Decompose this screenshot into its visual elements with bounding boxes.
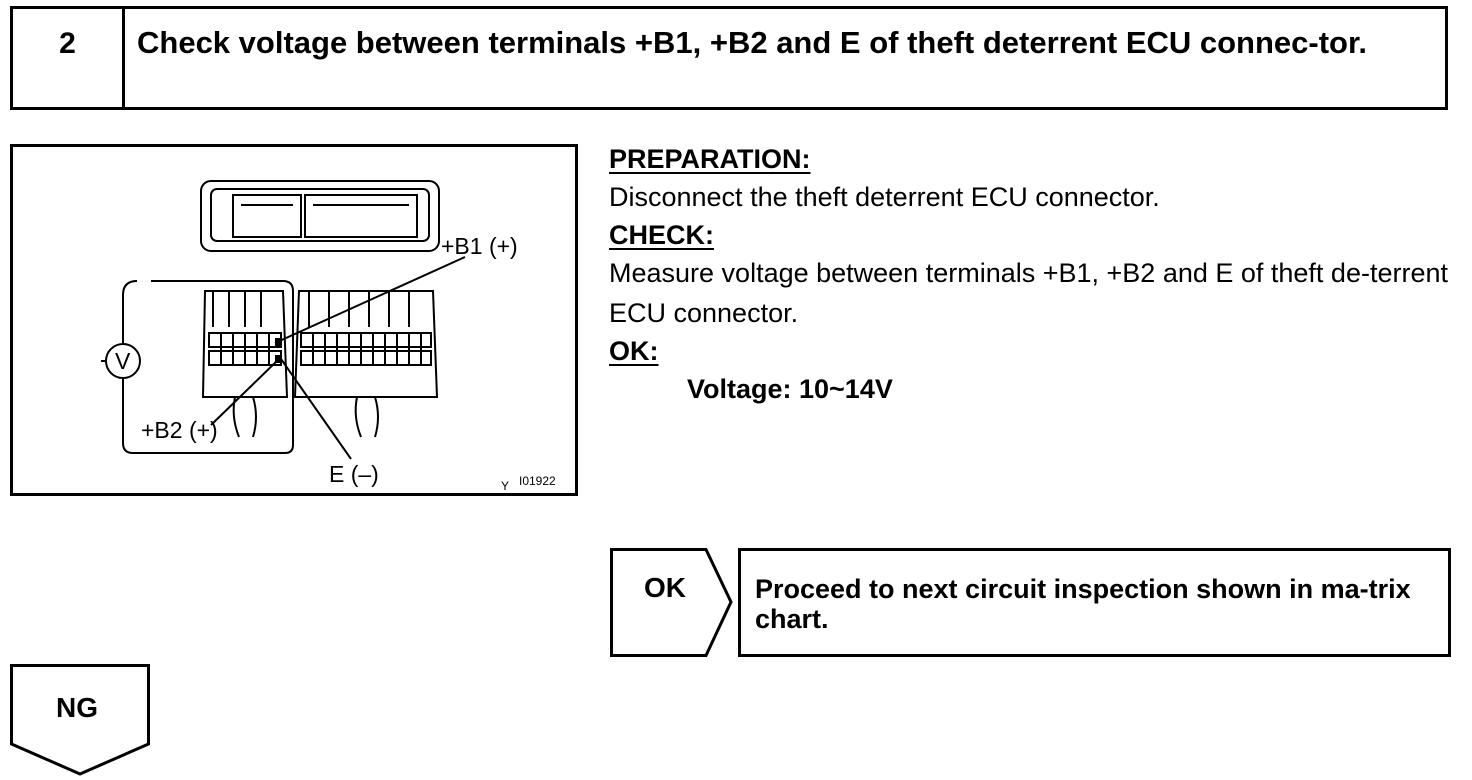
step-header: 2 Check voltage between terminals +B1, +… bbox=[10, 6, 1448, 110]
figure-code: I01922 bbox=[519, 474, 556, 488]
ok-spec: Voltage: 10~14V bbox=[687, 374, 893, 404]
terminal-label-b1: +B1 (+) bbox=[441, 233, 518, 259]
figure-code-prefix: Y bbox=[501, 479, 510, 493]
terminal-label-b2: +B2 (+) bbox=[141, 417, 218, 443]
step-title: Check voltage between terminals +B1, +B2… bbox=[137, 25, 1367, 60]
check-text: Measure voltage between terminals +B1, +… bbox=[609, 258, 1448, 328]
preparation-text: Disconnect the theft deterrent ECU conne… bbox=[609, 182, 1160, 212]
ng-branch-tab: NG bbox=[10, 664, 152, 776]
ok-heading: OK: bbox=[609, 336, 659, 366]
instructions: PREPARATION: Disconnect the theft deterr… bbox=[609, 141, 1449, 409]
ok-label: OK bbox=[644, 572, 686, 603]
connector-illustration bbox=[101, 180, 466, 460]
ok-branch-tab: OK bbox=[610, 548, 734, 657]
ok-action-box: Proceed to next circuit inspection shown… bbox=[738, 548, 1451, 657]
connector-diagram: V +B1 (+) +B2 (+) E (–) Y I01922 bbox=[10, 144, 578, 496]
voltmeter-symbol: V bbox=[115, 348, 131, 374]
ng-label: NG bbox=[56, 692, 98, 723]
step-number: 2 bbox=[13, 9, 125, 107]
preparation-heading: PREPARATION: bbox=[609, 144, 811, 174]
check-heading: CHECK: bbox=[609, 220, 714, 250]
ng-arrow-icon bbox=[10, 664, 150, 776]
ok-arrow-icon bbox=[610, 548, 733, 657]
terminal-label-e: E (–) bbox=[329, 461, 379, 487]
